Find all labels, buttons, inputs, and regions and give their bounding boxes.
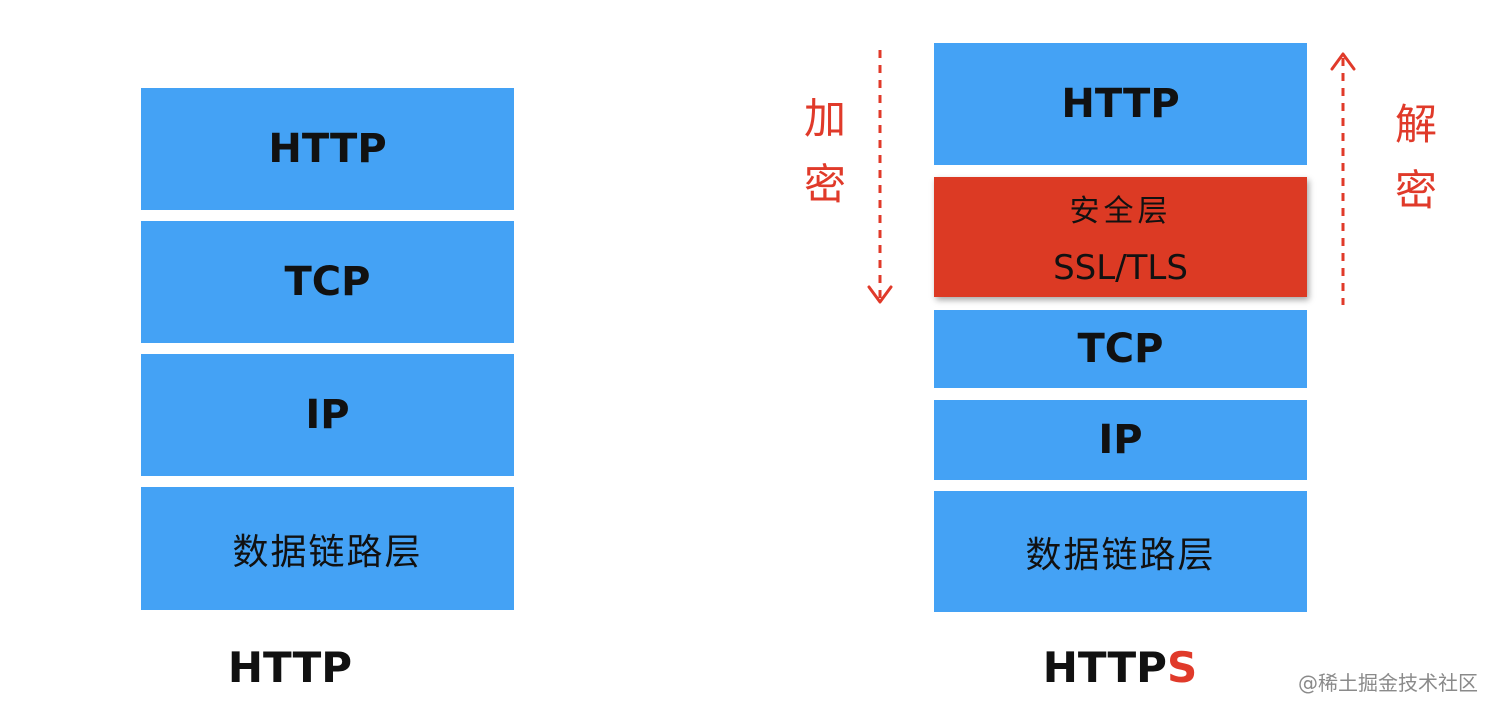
http-stack-layer-ip: IP: [141, 354, 514, 476]
https-stack-layer-datalink: 数据链路层: [934, 491, 1307, 612]
layer-label: 数据链路层: [1025, 534, 1216, 576]
http-stack-layer-tcp: TCP: [141, 221, 514, 343]
layer-label: IP: [305, 392, 350, 438]
layer-label: 数据链路层: [232, 531, 423, 573]
layer-label: TCP: [284, 259, 371, 305]
watermark: @稀土掘金技术社区: [1298, 671, 1478, 695]
https-stack-layer-tcp: TCP: [934, 310, 1307, 388]
security-layer-protocol: SSL/TLS: [1053, 248, 1188, 288]
encrypt-down-arrow: [867, 50, 893, 304]
caption-main: HTTP: [1042, 643, 1167, 692]
https-stack-layer-http: HTTP: [934, 43, 1307, 165]
https-security-layer: 安全层 SSL/TLS: [934, 177, 1307, 297]
security-layer-title: 安全层: [1069, 194, 1172, 229]
https-stack-caption: HTTPS: [1010, 643, 1230, 692]
layer-label: HTTP: [1061, 81, 1180, 127]
layer-label: TCP: [1077, 326, 1164, 372]
encrypt-label: 加 密: [803, 94, 846, 209]
layer-label: HTTP: [268, 126, 387, 172]
caption-accent: S: [1166, 643, 1198, 692]
decrypt-up-arrow: [1330, 52, 1356, 305]
http-stack-caption: HTTP: [227, 643, 353, 692]
http-stack-layer-datalink: 数据链路层: [141, 487, 514, 610]
https-stack-layer-ip: IP: [934, 400, 1307, 480]
layer-label: IP: [1098, 417, 1143, 463]
http-stack-layer-http: HTTP: [141, 88, 514, 210]
decrypt-label: 解 密: [1394, 100, 1437, 215]
